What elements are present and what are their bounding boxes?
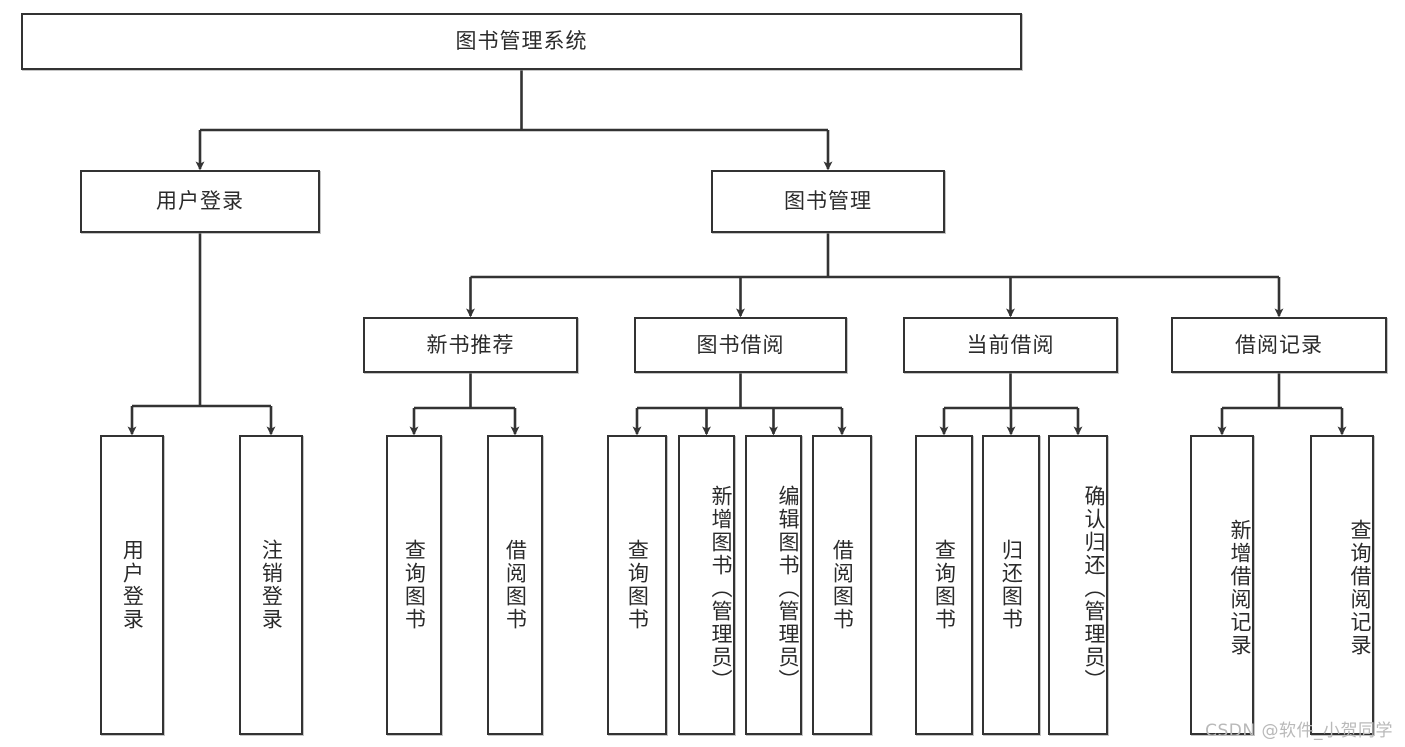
node-label: 注销登录 (259, 539, 284, 631)
node-current[interactable]: 当前借阅 (903, 317, 1118, 373)
node-current-3[interactable]: 确认归还（管理员） (1048, 435, 1108, 735)
node-records[interactable]: 借阅记录 (1171, 317, 1387, 373)
node-label: 新书推荐 (426, 332, 515, 357)
node-login-2[interactable]: 注销登录 (239, 435, 303, 735)
node-label: 用户登录 (156, 189, 244, 214)
node-borrow-3[interactable]: 编辑图书（管理员） (745, 435, 802, 735)
node-records-2[interactable]: 查询借阅记录 (1310, 435, 1374, 735)
node-label: 查询图书 (402, 539, 427, 631)
node-label: 新增借阅记录 (1228, 519, 1252, 657)
node-newbook-2[interactable]: 借阅图书 (487, 435, 543, 735)
node-borrow[interactable]: 图书借阅 (634, 317, 847, 373)
node-label: 当前借阅 (966, 332, 1055, 357)
node-newbook-1[interactable]: 查询图书 (386, 435, 442, 735)
node-label: 用户登录 (120, 539, 145, 631)
node-records-1[interactable]: 新增借阅记录 (1190, 435, 1254, 735)
node-label: 查询借阅记录 (1348, 519, 1372, 657)
node-login[interactable]: 用户登录 (80, 170, 320, 233)
node-label: 借阅图书 (830, 539, 855, 631)
node-root[interactable]: 图书管理系统 (21, 13, 1022, 70)
node-label: 查询图书 (625, 539, 650, 631)
node-label: 借阅图书 (503, 539, 528, 631)
node-borrow-4[interactable]: 借阅图书 (812, 435, 872, 735)
node-label: 图书管理 (784, 189, 872, 214)
node-label: 查询图书 (932, 539, 957, 631)
node-bookmgmt[interactable]: 图书管理 (711, 170, 945, 233)
node-label: 确认归还（管理员） (1082, 484, 1106, 692)
node-label: 借阅记录 (1235, 332, 1323, 357)
node-label: 图书管理系统 (455, 29, 588, 54)
node-borrow-1[interactable]: 查询图书 (607, 435, 667, 735)
node-borrow-2[interactable]: 新增图书（管理员） (678, 435, 735, 735)
node-label: 图书借阅 (696, 332, 785, 357)
node-label: 新增图书（管理员） (709, 484, 733, 692)
node-current-1[interactable]: 查询图书 (915, 435, 973, 735)
node-label: 编辑图书（管理员） (776, 484, 800, 692)
node-newbook[interactable]: 新书推荐 (363, 317, 578, 373)
node-login-1[interactable]: 用户登录 (100, 435, 164, 735)
node-label: 归还图书 (999, 539, 1024, 631)
node-current-2[interactable]: 归还图书 (982, 435, 1040, 735)
